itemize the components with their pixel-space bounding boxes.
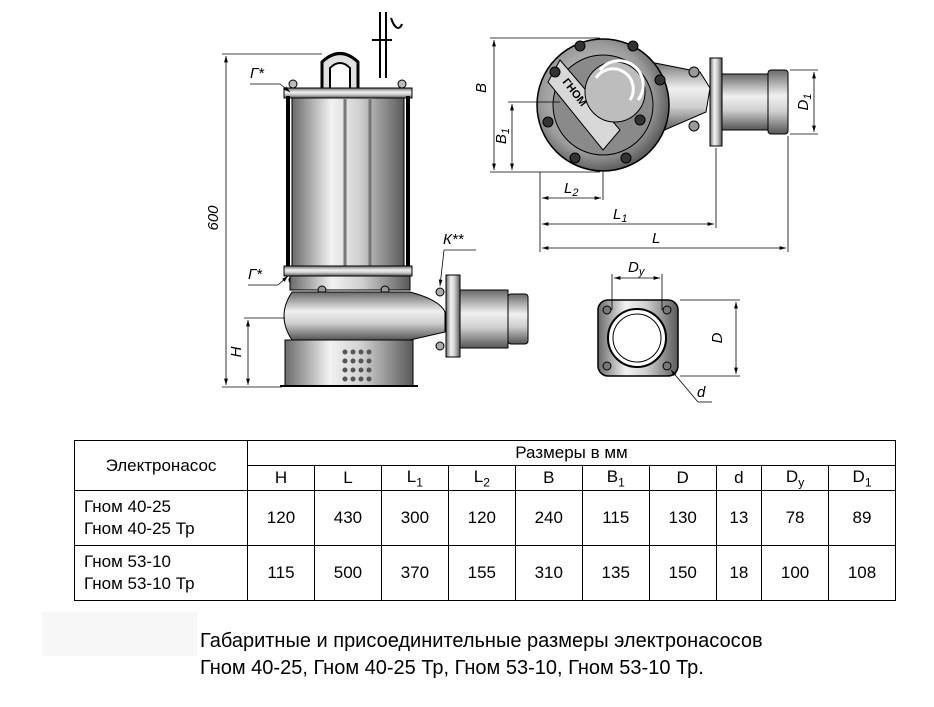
caption-line-2: Гном 40-25, Гном 40-25 Тр, Гном 53-10, Г… [200, 657, 704, 679]
column-symbol: L [343, 468, 353, 487]
column-header: L2 [447, 465, 516, 491]
column-subscript: 1 [416, 475, 423, 490]
dim-d1-sub: 1 [802, 94, 814, 100]
pump-side-view: 600 H Г* Г* К** [205, 12, 529, 388]
dimension-value-cell: 18 [715, 545, 763, 601]
svg-text:L2: L2 [564, 180, 578, 199]
pump-model-name: Гном 53-10 [84, 552, 171, 571]
column-header: d [715, 465, 763, 491]
column-subscript: 2 [483, 475, 490, 490]
column-symbol: L [473, 466, 484, 486]
column-header: L1 [380, 465, 449, 491]
column-header: D [648, 465, 717, 491]
dim-h-label: H [228, 346, 245, 357]
column-symbol: d [734, 468, 744, 487]
dim-d1-label: D [795, 99, 812, 110]
caption-line-1: Габаритные и присоединительные размеры э… [200, 630, 763, 652]
dim-l-label: L [652, 230, 660, 247]
pump-technical-drawing: 600 H Г* Г* К** ГНОМ [205, 12, 818, 403]
dimension-value-cell: 130 [648, 490, 717, 546]
dim-b1-label: B [493, 134, 510, 144]
dimension-value-cell: 135 [581, 545, 650, 601]
dimension-value-cell: 500 [313, 545, 382, 601]
dim-b1-sub: 1 [500, 128, 512, 134]
dimension-value-cell: 240 [514, 490, 583, 546]
k-label: К** [443, 231, 465, 248]
svg-text:B1: B1 [493, 128, 512, 144]
figure-caption: Габаритные и присоединительные размеры э… [200, 628, 763, 682]
dim-600-label: 600 [205, 205, 222, 231]
watermark-area [42, 612, 197, 656]
column-header: B1 [581, 465, 650, 491]
column-symbol: D [785, 466, 799, 486]
dimension-value-cell: 108 [828, 545, 896, 601]
column-symbol: L [406, 466, 417, 486]
dimension-value-cell: 115 [581, 490, 650, 546]
dim-dy-sub: y [638, 266, 646, 278]
g-bottom-label: Г* [248, 266, 263, 283]
header-dimensions: Размеры в мм [247, 440, 896, 466]
pump-model-name: Гном 40-25 Тр [84, 519, 195, 538]
pump-model-name: Гном 53-10 Тр [84, 574, 195, 593]
svg-text:Dy: Dy [628, 259, 646, 278]
dimension-value-cell: 115 [247, 545, 315, 601]
flange-view: Dy D d [597, 259, 740, 403]
dim-l1-label: L [613, 206, 621, 223]
svg-text:L1: L1 [613, 206, 627, 225]
column-symbol: B [606, 466, 619, 486]
dimension-value-cell: 370 [380, 545, 449, 601]
dim-dy-label: D [628, 259, 639, 276]
column-header: B [514, 465, 583, 491]
dim-d-label: D [709, 332, 726, 343]
svg-text:D1: D1 [795, 94, 814, 111]
dim-b-label: B [473, 83, 490, 93]
column-symbol: H [274, 468, 288, 487]
dimension-value-cell: 300 [380, 490, 449, 546]
g-top-label: Г* [250, 65, 265, 82]
column-subscript: 1 [864, 475, 872, 490]
dimension-value-cell: 155 [447, 545, 516, 601]
column-subscript: 1 [618, 475, 625, 490]
dimension-value-cell: 120 [447, 490, 516, 546]
column-header: L [313, 465, 382, 491]
header-pump: Электронасос [74, 440, 248, 491]
dimension-value-cell: 120 [247, 490, 315, 546]
column-symbol: D [852, 466, 865, 486]
pump-top-view: ГНОМ B B1 L2 L1 L D1 [473, 37, 818, 252]
column-header: D1 [828, 465, 896, 491]
pump-model-name: Гном 40-25 [84, 497, 171, 516]
dim-l1-sub: 1 [621, 213, 627, 225]
dimension-value-cell: 100 [761, 545, 830, 601]
dimension-value-cell: 78 [761, 490, 830, 546]
dimension-value-cell: 89 [828, 490, 896, 546]
dimension-value-cell: 13 [715, 490, 763, 546]
column-symbol: B [543, 468, 555, 487]
column-header: Dy [761, 465, 830, 491]
column-header: H [247, 465, 315, 491]
dimension-value-cell: 150 [648, 545, 717, 601]
column-symbol: D [676, 468, 689, 487]
dimension-value-cell: 430 [313, 490, 382, 546]
dim-l2-label: L [564, 180, 572, 197]
column-subscript: y [798, 475, 805, 490]
dimension-value-cell: 310 [514, 545, 583, 601]
dim-l2-sub: 2 [571, 187, 578, 199]
dim-small-d-label: d [697, 384, 706, 401]
